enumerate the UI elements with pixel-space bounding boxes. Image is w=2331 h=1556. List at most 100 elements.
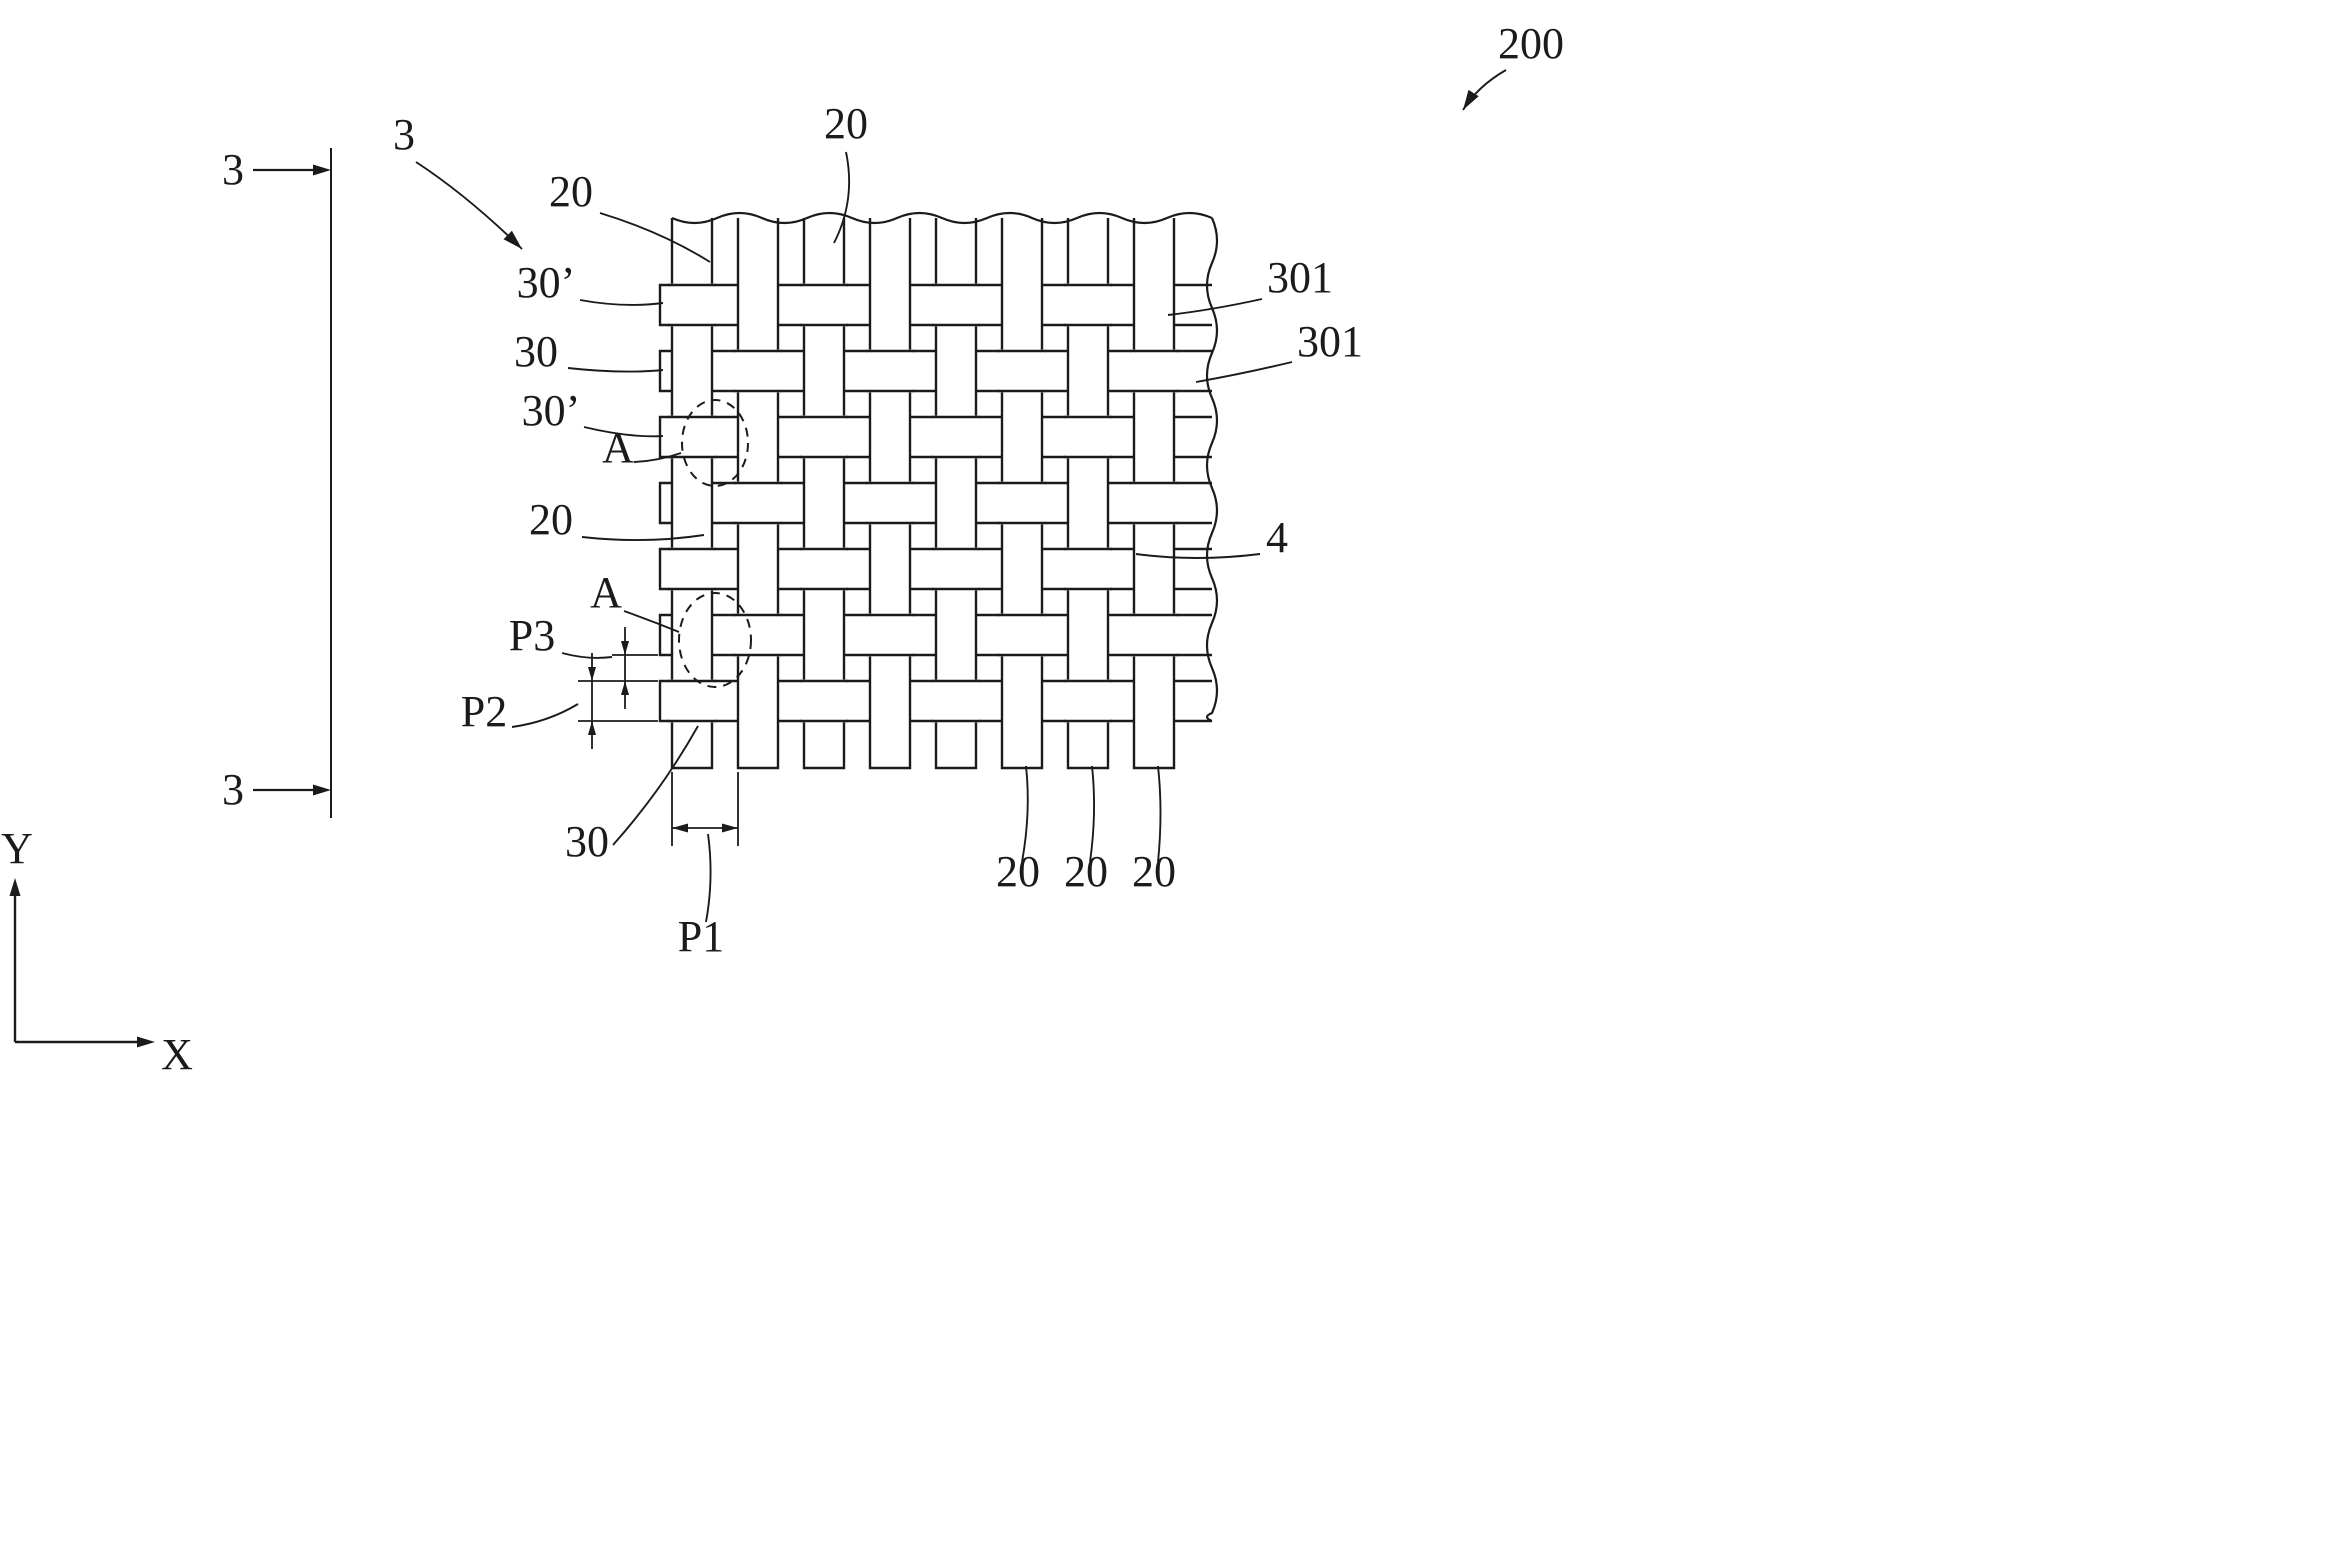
weft-over-edge [932, 283, 980, 327]
label-30-7: 30 [514, 327, 558, 376]
leader-P3-12 [561, 652, 613, 659]
coordinate-axes [9, 878, 155, 1048]
weft-over-edge [998, 349, 1046, 393]
crossing-patch [669, 679, 715, 723]
weft-over-edge [668, 283, 716, 327]
detail-ellipse-0 [681, 399, 749, 487]
arrowhead [503, 230, 522, 249]
label-3-2: 3 [222, 145, 244, 194]
warp-thread-6 [1066, 218, 1110, 770]
leader-20-19 [1089, 765, 1096, 863]
leader-A-11 [623, 610, 680, 633]
arrowhead [722, 823, 738, 833]
leader-20-18 [1021, 765, 1029, 863]
dimension-marks [578, 627, 739, 846]
arrowhead [672, 823, 688, 833]
weft-over-edge [998, 613, 1046, 657]
weft-over-edge [866, 481, 914, 525]
weft-over-edge [1130, 481, 1178, 525]
crossing-patch [1131, 349, 1177, 393]
crossing-patch [867, 481, 913, 525]
label-20-5: 20 [549, 167, 593, 216]
arrowhead [588, 721, 596, 735]
leader-30-14 [612, 725, 699, 846]
label-P2-13: P2 [461, 687, 507, 736]
crossing-patch [999, 481, 1045, 525]
leader-20-5 [599, 212, 711, 263]
crossing-patch [1065, 415, 1111, 459]
weft-over-edge [668, 415, 716, 459]
label-3-3: 3 [222, 765, 244, 814]
section-indicator [253, 148, 332, 818]
warp-thread-4 [934, 218, 978, 770]
crossing-patch [933, 547, 979, 591]
crossing-patch [1065, 547, 1111, 591]
weft-over-edge [668, 679, 716, 723]
crossing-patch [1131, 481, 1177, 525]
crossing-patch [735, 349, 781, 393]
weft-over-edge [1130, 613, 1178, 657]
label-30-8: 30’ [522, 386, 581, 435]
crossing-patch [669, 547, 715, 591]
crossing-patch [1065, 283, 1111, 327]
weft-over-edge [1064, 415, 1112, 459]
arrowhead [137, 1036, 155, 1048]
weft-over-edge [800, 547, 848, 591]
label-20-18: 20 [996, 847, 1040, 896]
label-4-17: 4 [1266, 513, 1288, 562]
label-301-16: 301 [1297, 317, 1363, 366]
crossing-patch [867, 349, 913, 393]
weft-over-edge [866, 613, 914, 657]
label-Y-22: Y [1, 824, 33, 873]
arrowhead [313, 784, 331, 796]
arrowhead [1463, 89, 1479, 110]
leader-P2-13 [511, 703, 579, 728]
label-P3-12: P3 [509, 611, 555, 660]
crossing-patch [801, 415, 847, 459]
weft-over-edge [932, 547, 980, 591]
weft-over-edge [932, 679, 980, 723]
label-30-14: 30 [565, 817, 609, 866]
crossing-patch [669, 283, 715, 327]
leader-lines [415, 69, 1507, 923]
label-20-19: 20 [1064, 847, 1108, 896]
weft-over-edge [800, 283, 848, 327]
crossing-patch [999, 349, 1045, 393]
label-200-0: 200 [1498, 19, 1564, 68]
arrowhead [621, 641, 629, 655]
crossing-patch [1065, 679, 1111, 723]
weft-over-edge [1130, 349, 1178, 393]
leader-30-8 [583, 426, 664, 438]
arrowhead [313, 164, 331, 176]
crossing-patch [1131, 613, 1177, 657]
woven-mesh [658, 218, 1212, 770]
leader-A-9 [633, 452, 682, 463]
weft-over-edge [734, 481, 782, 525]
crossing-patch [999, 613, 1045, 657]
weft-over-edge [1064, 283, 1112, 327]
label-20-20: 20 [1132, 847, 1176, 896]
crossing-patch [933, 283, 979, 327]
weft-over-edge [1064, 547, 1112, 591]
label-A-9: A [602, 423, 634, 472]
label-30-6: 30’ [517, 258, 576, 307]
weft-over-edge [866, 349, 914, 393]
crossing-patch [801, 283, 847, 327]
crossing-patch [867, 613, 913, 657]
label-20-10: 20 [529, 495, 573, 544]
label-P1-21: P1 [678, 912, 724, 961]
crossing-patch [801, 679, 847, 723]
label-20-4: 20 [824, 99, 868, 148]
leader-20-4 [833, 151, 851, 244]
detail-ellipse-1 [678, 592, 752, 688]
crossing-patch [735, 613, 781, 657]
weft-over-edge [668, 547, 716, 591]
warp-thread-2 [802, 218, 846, 770]
label-X-23: X [161, 1030, 193, 1079]
leader-301-15 [1167, 298, 1263, 316]
crossing-patch [801, 547, 847, 591]
warp-thread-0 [670, 218, 714, 770]
